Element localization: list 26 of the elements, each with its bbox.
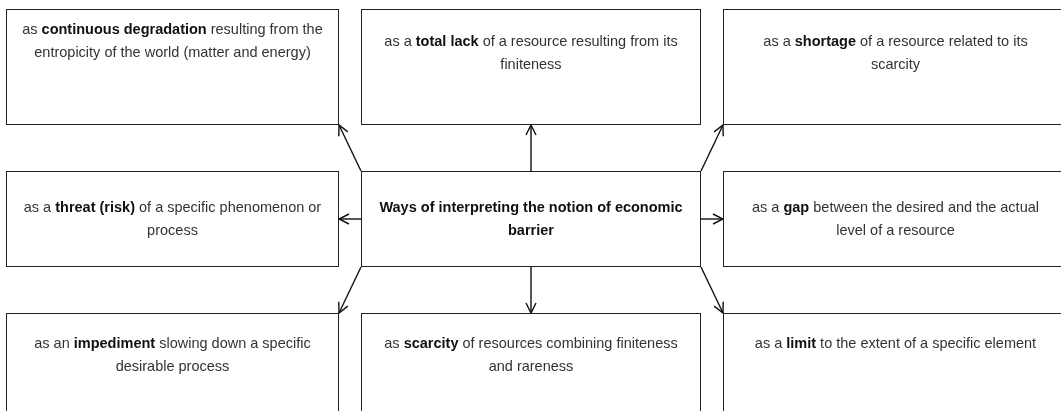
description-text: as an impediment slowing down a specific desirable process (33, 334, 312, 377)
description-text: as a total lack of a resource resulting from its finiteness (383, 32, 679, 75)
concept-box (361, 9, 701, 125)
description-text: as a threat (risk) of a specific phenomenon or process (22, 197, 323, 240)
arrow (525, 124, 537, 172)
concept-box (6, 9, 339, 125)
description-text: as a limit to the extent of a specific element (754, 334, 1037, 353)
arrow (338, 213, 362, 225)
arrow (338, 124, 362, 172)
arrow (525, 266, 537, 314)
arrow (338, 266, 362, 314)
concept-box (723, 9, 1061, 125)
description-text: as a shortage of a resource related to its scarcity (762, 32, 1029, 75)
description-text: as continuous degradation resulting from the entropicity of the world (matter and energy) (21, 20, 324, 63)
concept-box (723, 171, 1061, 267)
concept-box (723, 313, 1061, 411)
arrow (700, 124, 724, 172)
concept-box (361, 313, 701, 411)
heading-text: Ways of interpreting the notion of economic barrier (378, 197, 684, 240)
concept-box (6, 313, 339, 411)
arrow (700, 213, 724, 225)
description-text: as a gap between the desired and the actual level of a resource (751, 197, 1040, 240)
description-text: as scarcity of resources combining finiteness and rareness (383, 334, 679, 377)
central-box (361, 171, 701, 267)
arrow (700, 266, 724, 314)
concept-box (6, 171, 339, 267)
